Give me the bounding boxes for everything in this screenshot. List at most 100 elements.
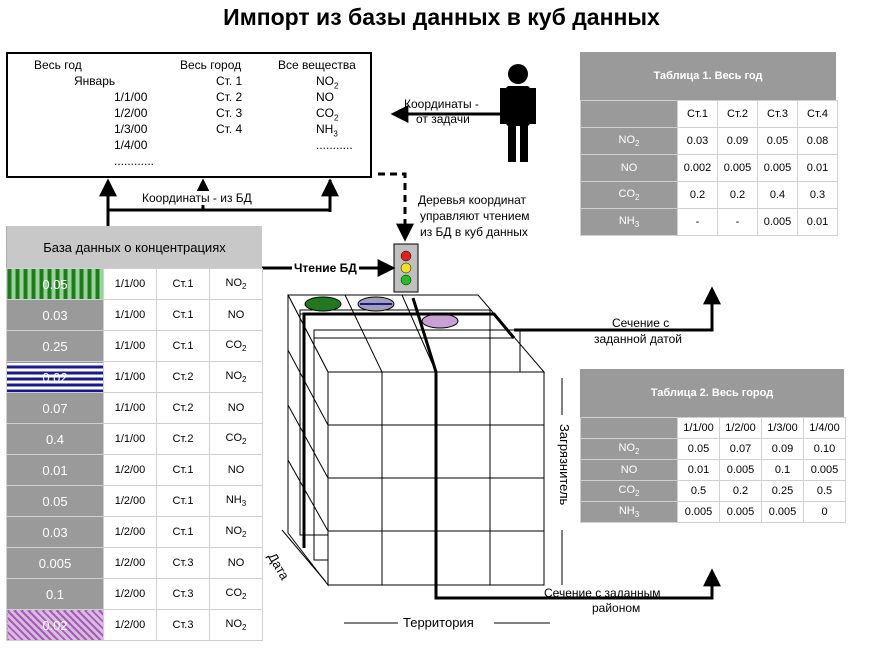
- table1-cell: 0.08: [797, 127, 838, 155]
- table2-col-header: 1/3/00: [761, 417, 804, 439]
- coords-header-substance: Все вещества: [278, 58, 356, 72]
- coords-date: Январь: [74, 74, 116, 88]
- slice-date-label-1: Сечение с: [612, 316, 670, 330]
- table1-cell: -: [717, 208, 758, 236]
- coords-date: 1/1/00: [114, 90, 148, 104]
- coordinates-box: Весь год Весь город Все вещества Январь …: [6, 52, 372, 178]
- table1-cell: 0.3: [797, 181, 838, 209]
- table2-cell: 0.2: [719, 480, 762, 502]
- db-value-cell: 0.25: [6, 330, 104, 362]
- slice-region-label-2: районом: [592, 601, 641, 615]
- page-title: Импорт из базы данных в куб данных: [223, 4, 660, 30]
- db-station-cell: Ст.1: [156, 454, 210, 486]
- table1-cell: -: [677, 208, 718, 236]
- axis-pollutant-label: Загрязнитель: [557, 424, 572, 506]
- table2-row-header: NH3: [580, 501, 678, 523]
- table2-cell: 0.005: [677, 501, 720, 523]
- table1-col-header: Ст.3: [757, 100, 798, 128]
- table1-col-header: Ст.4: [797, 100, 838, 128]
- coords-date: 1/4/00: [114, 138, 148, 152]
- db-station-cell: Ст.2: [156, 361, 210, 393]
- db-station-cell: Ст.1: [156, 330, 210, 362]
- trees-label-3: из БД в куб данных: [420, 225, 528, 239]
- db-value-cell: 0.02: [6, 361, 104, 393]
- table2-cell: 0.005: [719, 501, 762, 523]
- db-substance-cell: NO2: [209, 609, 263, 641]
- db-date-cell: 1/1/00: [103, 423, 157, 455]
- db-station-cell: Ст.3: [156, 547, 210, 579]
- db-value-cell: 0.05: [6, 268, 104, 300]
- table2-row-header: NO2: [580, 438, 678, 460]
- db-date-cell: 1/1/00: [103, 330, 157, 362]
- table2-corner-cell: [580, 417, 678, 439]
- trees-arrow: [378, 172, 414, 242]
- table1-title: Таблица 1. Весь год: [580, 52, 836, 100]
- db-value-cell: 0.1: [6, 578, 104, 610]
- db-station-cell: Ст.1: [156, 516, 210, 548]
- task-coords-label-2: от задачи: [416, 112, 470, 126]
- db-substance-cell: NO: [209, 392, 263, 424]
- db-value-cell: 0.005: [6, 547, 104, 579]
- table1-cell: 0.03: [677, 127, 718, 155]
- trees-label-2: управляют чтением: [420, 209, 530, 223]
- coords-substance: NO: [316, 90, 334, 104]
- table2-cell: 0.005: [803, 459, 846, 481]
- table1-cell: 0.09: [717, 127, 758, 155]
- traffic-light-icon: [393, 243, 419, 293]
- trees-label-1: Деревья координат: [418, 193, 526, 207]
- coords-date: 1/3/00: [114, 122, 148, 136]
- table2-col-header: 1/2/00: [719, 417, 762, 439]
- axis-decor: [281, 378, 563, 624]
- db-station-cell: Ст.3: [156, 578, 210, 610]
- db-substance-cell: CO2: [209, 423, 263, 455]
- table1-col-header: Ст.1: [677, 100, 718, 128]
- table1-row-header: NO2: [580, 127, 678, 155]
- db-value-cell: 0.07: [6, 392, 104, 424]
- table1-cell: 0.2: [717, 181, 758, 209]
- table1-cell: 0.01: [797, 208, 838, 236]
- db-substance-cell: CO2: [209, 330, 263, 362]
- data-cube: [287, 294, 546, 587]
- table1-cell: 0.005: [717, 154, 758, 182]
- db-substance-cell: NO2: [209, 361, 263, 393]
- coords-header-city: Весь город: [180, 58, 242, 72]
- db-date-cell: 1/1/00: [103, 268, 157, 300]
- db-substance-cell: NO2: [209, 516, 263, 548]
- person-icon: [500, 64, 536, 162]
- table2-row-header: CO2: [580, 480, 678, 502]
- db-date-cell: 1/1/00: [103, 361, 157, 393]
- db-value-cell: 0.01: [6, 454, 104, 486]
- db-date-cell: 1/2/00: [103, 609, 157, 641]
- db-substance-cell: NO: [209, 454, 263, 486]
- table2-col-header: 1/4/00: [803, 417, 846, 439]
- green-ellipse: [304, 296, 342, 312]
- table2-title: Таблица 2. Весь город: [580, 369, 844, 417]
- table2-cell: 0.1: [761, 459, 804, 481]
- db-value-cell: 0.03: [6, 299, 104, 331]
- table2-cell: 0.005: [719, 459, 762, 481]
- coords-substance: ...........: [316, 138, 353, 152]
- coords-date: 1/2/00: [114, 106, 148, 120]
- db-station-cell: Ст.3: [156, 609, 210, 641]
- coords-station: Ст. 2: [216, 90, 243, 104]
- table2-cell: 0.07: [719, 438, 762, 460]
- db-station-cell: Ст.1: [156, 485, 210, 517]
- table1-cell: 0.4: [757, 181, 798, 209]
- coords-station: Ст. 3: [216, 106, 243, 120]
- db-date-cell: 1/2/00: [103, 485, 157, 517]
